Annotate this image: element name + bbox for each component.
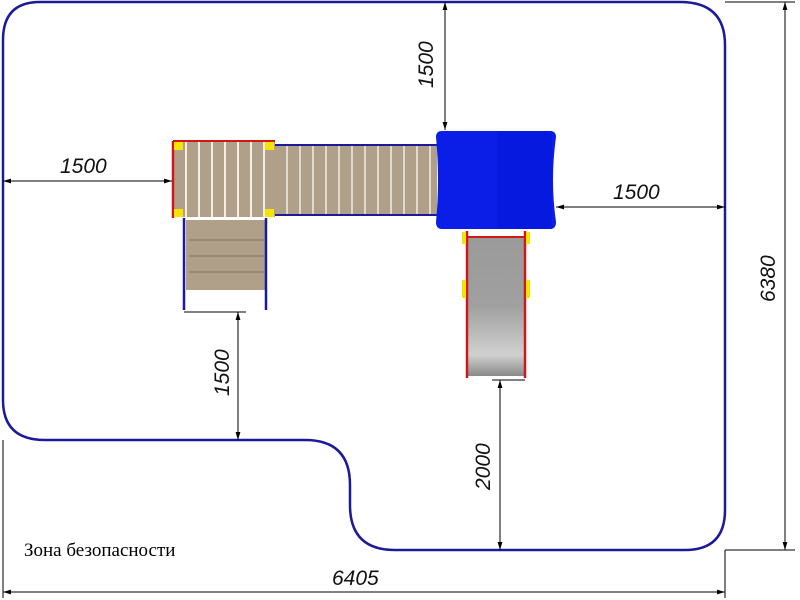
dim-left-label: 1500 bbox=[60, 155, 107, 178]
bridge bbox=[275, 144, 437, 216]
dim-top-label: 1500 bbox=[415, 41, 438, 88]
dim-stairs-label: 1500 bbox=[211, 349, 234, 396]
dim-slide-label: 2000 bbox=[472, 443, 495, 491]
dim-height-label: 6380 bbox=[757, 255, 780, 302]
safety-zone-label: Зона безопасности bbox=[24, 540, 176, 561]
dim-width-label: 6405 bbox=[332, 567, 379, 590]
stairs bbox=[182, 218, 268, 310]
safety-zone-boundary bbox=[1, 0, 727, 552]
slide bbox=[462, 231, 530, 378]
platform bbox=[171, 140, 275, 218]
dim-right-label: 1500 bbox=[613, 181, 660, 204]
